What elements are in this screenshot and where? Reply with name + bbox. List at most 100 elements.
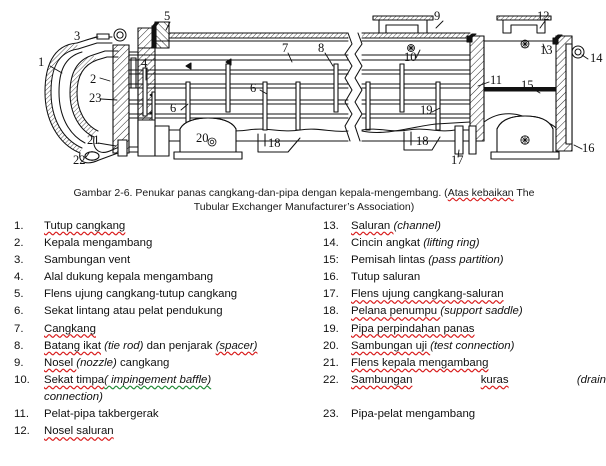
legend-item-number: 10. <box>14 373 30 386</box>
legend-item: 2. Kepala mengambang <box>14 235 314 252</box>
svg-text:5: 5 <box>164 9 170 23</box>
legend-column-right: 13. Saluran (channel) 14. Cincin angkat … <box>323 218 606 423</box>
legend-item: 11. Pelat-pipa takbergerak <box>14 406 314 423</box>
legend-item-number: 20. <box>323 339 339 352</box>
legend-item-number: 18. <box>323 305 339 318</box>
legend-item-text: Pelana penumpu (support saddle) <box>351 305 523 318</box>
legend-item-number: 23. <box>323 408 339 421</box>
legend-item-text: Sambungan kuras (drain <box>351 372 606 389</box>
legend-item-number: 1. <box>14 220 24 232</box>
legend-item-text: Pipa-pelat mengambang <box>351 408 476 421</box>
legend-item-text: Sekat timpa( impingement baffle) <box>44 373 212 386</box>
svg-text:7: 7 <box>282 41 288 55</box>
svg-text:20: 20 <box>196 131 209 145</box>
legend-word: (drain <box>576 373 606 386</box>
legend-item: 16. Tutup saluran <box>323 269 606 286</box>
legend-item-number: 16. <box>323 271 339 284</box>
svg-text:2: 2 <box>90 72 96 86</box>
legend-item-text: Pelat-pipa takbergerak <box>44 408 159 421</box>
legend-word: kuras <box>480 373 509 386</box>
caption-line1-part2: Atas kebaikan <box>447 187 514 199</box>
legend-item-text: Nosel saluran <box>44 425 114 438</box>
legend-item: 4. Alal dukung kepala mengambang <box>14 269 314 286</box>
legend-blank-line <box>323 389 606 406</box>
legend-item: 7. Cangkang <box>14 321 314 338</box>
legend-item: 23. Pipa-pelat mengambang <box>323 406 606 423</box>
svg-text:1: 1 <box>38 55 44 69</box>
svg-text:9: 9 <box>434 9 440 23</box>
svg-text:11: 11 <box>490 73 502 87</box>
legend-item-text: Cincin angkat (lifting ring) <box>351 237 480 250</box>
legend-item-number: 11. <box>14 408 29 421</box>
svg-text:10: 10 <box>404 50 417 64</box>
legend-item-number: 8. <box>14 339 24 352</box>
legend-item-number: 9. <box>14 356 24 369</box>
svg-text:6: 6 <box>170 101 176 115</box>
legend-item-text: Batang ikat (tie rod) dan penjarak (spac… <box>44 339 258 352</box>
svg-text:22: 22 <box>73 153 86 167</box>
caption-line2: Tubular Exchanger Manufacturer’s Associa… <box>193 201 415 213</box>
svg-text:18: 18 <box>416 134 429 148</box>
legend-item: 8. Batang ikat (tie rod) dan penjarak (s… <box>14 338 314 355</box>
svg-text:3: 3 <box>74 29 80 43</box>
legend-item: 17. Flens ujung cangkang-saluran <box>323 286 606 303</box>
caption-line1-part3: The <box>513 187 535 199</box>
legend-item: 20. Sambungan uji (test connection) <box>323 338 606 355</box>
legend-item-text: Sambungan vent <box>44 254 131 267</box>
legend-item-number: 19. <box>323 322 339 335</box>
svg-text:6: 6 <box>250 81 256 95</box>
legend-item-number: 22. <box>323 373 339 386</box>
legend-item: 14. Cincin angkat (lifting ring) <box>323 235 606 252</box>
legend-item-number: 15: <box>323 254 339 267</box>
legend-item-number: 4. <box>14 271 24 284</box>
legend-item-number: 7. <box>14 322 24 335</box>
legend-item: 3. Sambungan vent <box>14 252 314 269</box>
svg-text:4: 4 <box>141 56 148 70</box>
legend-item-text: Kepala mengambang <box>44 237 153 250</box>
svg-text:17: 17 <box>451 153 464 167</box>
svg-text:21: 21 <box>87 133 100 147</box>
legend-column-left: 1. Tutup cangkang 2. Kepala mengambang 3… <box>14 218 314 440</box>
legend-item: 9. Nosel (nozzle) cangkang <box>14 355 314 372</box>
legend-item-continuation: connection) <box>44 390 103 403</box>
svg-text:18: 18 <box>268 136 281 150</box>
legend-item: 21. Flens kepala mengambang <box>323 355 606 372</box>
legend-item-number: 12. <box>14 425 30 438</box>
legend-item-text: Pipa perpindahan panas <box>351 322 475 335</box>
legend-item-number: 17. <box>323 288 339 301</box>
svg-text:12: 12 <box>537 9 550 23</box>
svg-text:16: 16 <box>582 141 595 155</box>
heat-exchanger-drawing: 1 2 3 4 5 6 6 7 8 9 10 11 12 13 14 15 16… <box>38 9 603 167</box>
caption-line1-part1: Gambar 2-6. Penukar panas cangkang-dan-p… <box>73 187 448 199</box>
legend-item-text: Alal dukung kepala mengambang <box>44 271 214 284</box>
legend-item-text: Nosel (nozzle) cangkang <box>44 356 170 369</box>
svg-text:23: 23 <box>89 91 102 105</box>
legend-item-number: 21. <box>323 356 339 369</box>
svg-text:14: 14 <box>590 51 603 65</box>
svg-text:19: 19 <box>420 103 433 117</box>
legend-item: 10. Sekat timpa( impingement baffle) <box>14 372 314 389</box>
heat-exchanger-figure: 1 2 3 4 5 6 6 7 8 9 10 11 12 13 14 15 16… <box>0 0 606 182</box>
legend-item: 1. Tutup cangkang <box>14 218 314 235</box>
svg-text:8: 8 <box>318 41 324 55</box>
legend-item-text: Flens kepala mengambang <box>351 356 489 369</box>
legend-item-text: Sekat lintang atau pelat pendukung <box>44 305 223 318</box>
legend-item: 19. Pipa perpindahan panas <box>323 321 606 338</box>
svg-text:13: 13 <box>540 43 553 57</box>
legend-item-text: Tutup saluran <box>351 271 421 284</box>
legend-item-number: 3. <box>14 254 24 267</box>
legend-item: 15: Pemisah lintas (pass partition) <box>323 252 606 269</box>
legend-item-number: 5. <box>14 288 24 301</box>
legend-item-number: 6. <box>14 305 24 318</box>
legend-item-text: Tutup cangkang <box>44 220 126 232</box>
legend-item-number: 13. <box>323 220 339 232</box>
legend-item-text: Cangkang <box>44 322 96 335</box>
legend-item-text: Saluran (channel) <box>351 220 441 232</box>
legend-item-number: 2. <box>14 237 24 250</box>
legend-item-number: 14. <box>323 237 339 250</box>
legend-item: 13. Saluran (channel) <box>323 218 606 235</box>
legend-item-text: Pemisah lintas (pass partition) <box>351 254 504 267</box>
legend-item-text: Sambungan uji (test connection) <box>351 339 515 352</box>
legend-word: Sambungan <box>351 373 413 386</box>
